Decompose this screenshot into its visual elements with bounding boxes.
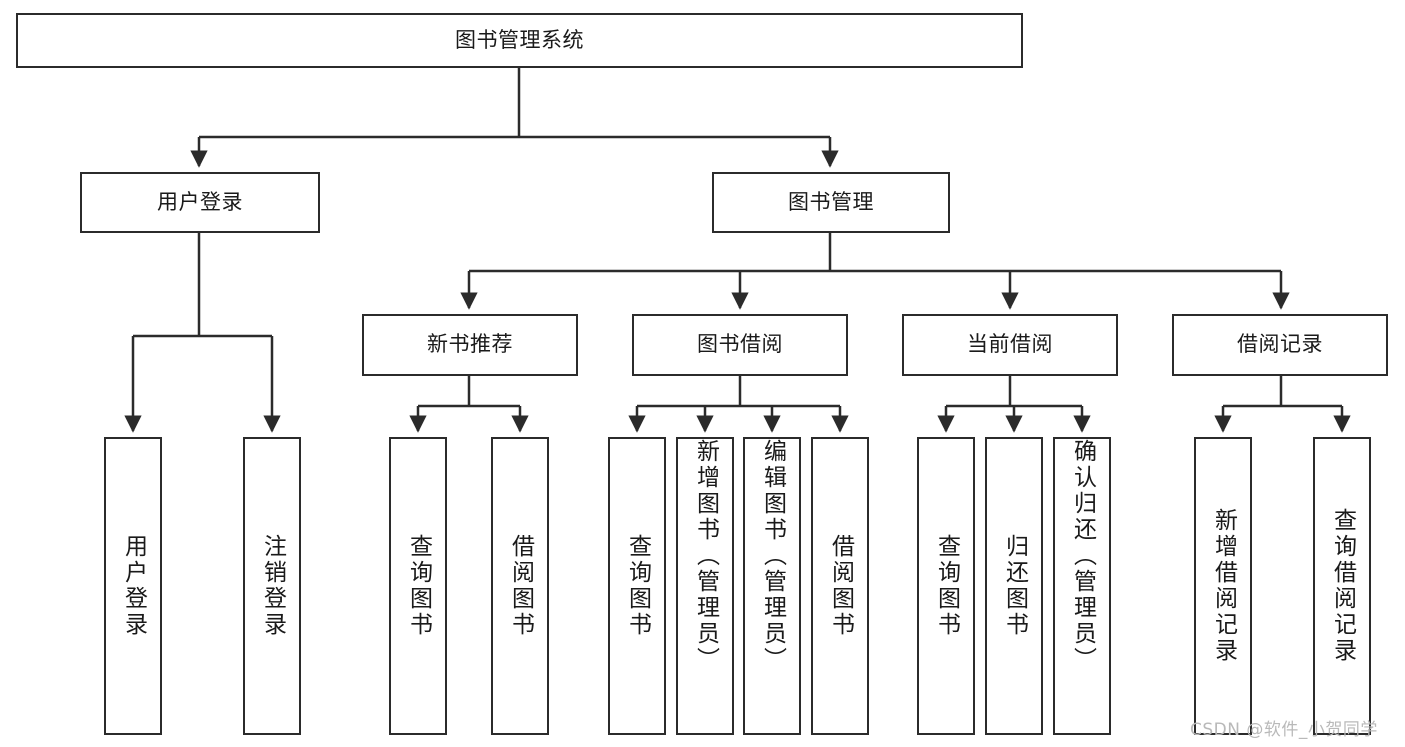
leaf-user-login-signout[interactable]: 注销登录: [243, 437, 301, 735]
node-book-management-label: 图书管理: [788, 189, 874, 214]
leaf-borrow-edit-book[interactable]: 编辑图书（管理员）: [743, 437, 801, 735]
leaf-current-confirm-return-label: 确认归还（管理员）: [1069, 439, 1096, 673]
node-borrow-record-label: 借阅记录: [1237, 332, 1323, 357]
node-user-login-label: 用户登录: [157, 189, 243, 214]
node-root-label: 图书管理系统: [455, 27, 584, 52]
leaf-new-book-query-label: 查询图书: [405, 534, 432, 638]
leaf-current-return-book[interactable]: 归还图书: [985, 437, 1043, 735]
node-book-borrow-label: 图书借阅: [697, 332, 783, 357]
leaf-borrow-borrow-book[interactable]: 借阅图书: [811, 437, 869, 735]
leaf-current-confirm-return[interactable]: 确认归还（管理员）: [1053, 437, 1111, 735]
leaf-user-login-signin[interactable]: 用户登录: [104, 437, 162, 735]
leaf-new-book-borrow[interactable]: 借阅图书: [491, 437, 549, 735]
leaf-borrow-query-book[interactable]: 查询图书: [608, 437, 666, 735]
leaf-user-login-signin-label: 用户登录: [120, 534, 147, 638]
leaf-record-add[interactable]: 新增借阅记录: [1194, 437, 1252, 735]
node-root[interactable]: 图书管理系统: [16, 13, 1023, 68]
leaf-borrow-query-book-label: 查询图书: [624, 534, 651, 638]
leaf-record-query[interactable]: 查询借阅记录: [1313, 437, 1371, 735]
leaf-borrow-borrow-book-label: 借阅图书: [827, 534, 854, 638]
node-new-book-recommend[interactable]: 新书推荐: [362, 314, 578, 376]
node-new-book-recommend-label: 新书推荐: [427, 332, 513, 357]
watermark-text: CSDN @软件_小贺同学: [1190, 720, 1378, 740]
leaf-new-book-query[interactable]: 查询图书: [389, 437, 447, 735]
node-user-login[interactable]: 用户登录: [80, 172, 320, 233]
node-book-borrow[interactable]: 图书借阅: [632, 314, 848, 376]
node-current-borrow[interactable]: 当前借阅: [902, 314, 1118, 376]
leaf-record-add-label: 新增借阅记录: [1210, 508, 1237, 664]
leaf-current-query-book[interactable]: 查询图书: [917, 437, 975, 735]
leaf-new-book-borrow-label: 借阅图书: [507, 534, 534, 638]
node-borrow-record[interactable]: 借阅记录: [1172, 314, 1388, 376]
watermark: CSDN @软件_小贺同学: [1190, 715, 1378, 740]
leaf-current-return-book-label: 归还图书: [1001, 534, 1028, 638]
leaf-borrow-add-book[interactable]: 新增图书（管理员）: [676, 437, 734, 735]
leaf-current-query-book-label: 查询图书: [933, 534, 960, 638]
leaf-record-query-label: 查询借阅记录: [1329, 508, 1356, 664]
leaf-borrow-add-book-label: 新增图书（管理员）: [692, 439, 719, 673]
leaf-borrow-edit-book-label: 编辑图书（管理员）: [759, 439, 786, 673]
node-current-borrow-label: 当前借阅: [967, 332, 1053, 357]
node-book-management[interactable]: 图书管理: [712, 172, 950, 233]
leaf-user-login-signout-label: 注销登录: [259, 534, 286, 638]
